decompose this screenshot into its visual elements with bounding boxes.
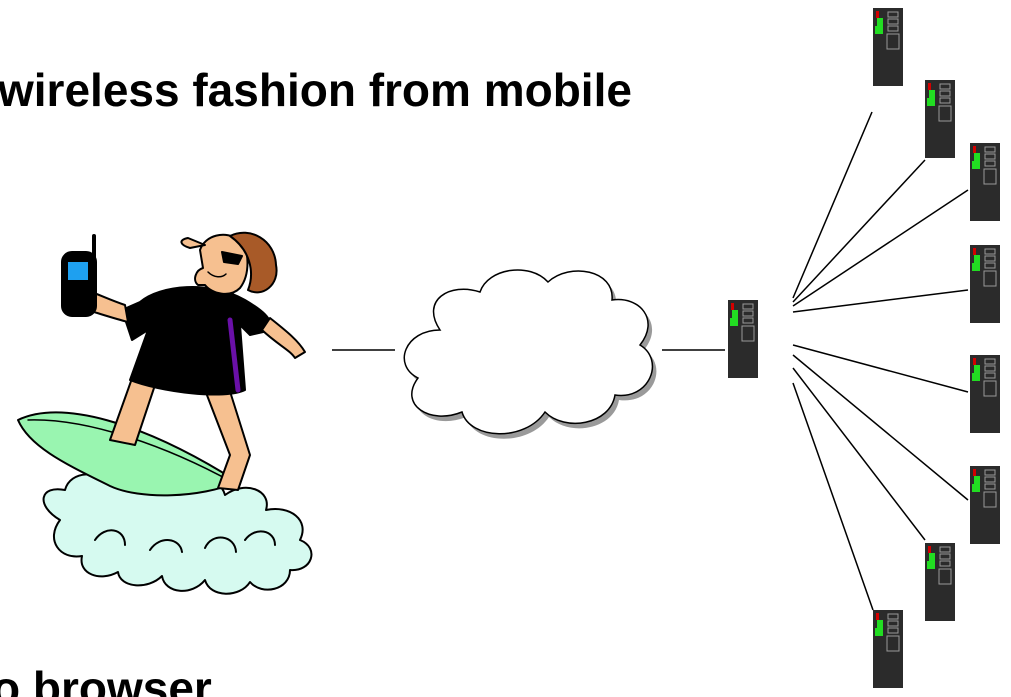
server-icon	[925, 80, 955, 158]
server-icon	[970, 143, 1000, 221]
hub-fanout-edges	[793, 112, 968, 610]
server-icon	[873, 610, 903, 688]
black-shirt	[122, 287, 272, 395]
server-icon	[970, 245, 1000, 323]
network-cloud	[404, 270, 656, 439]
server-icon	[873, 8, 903, 86]
server-icon	[925, 543, 955, 621]
server-icon	[970, 466, 1000, 544]
mobile-phone-icon	[62, 236, 96, 316]
right-arm	[262, 318, 305, 358]
surfer-with-phone-illustration	[18, 233, 311, 594]
hub-server-icon	[728, 300, 758, 378]
server-icon	[970, 355, 1000, 433]
